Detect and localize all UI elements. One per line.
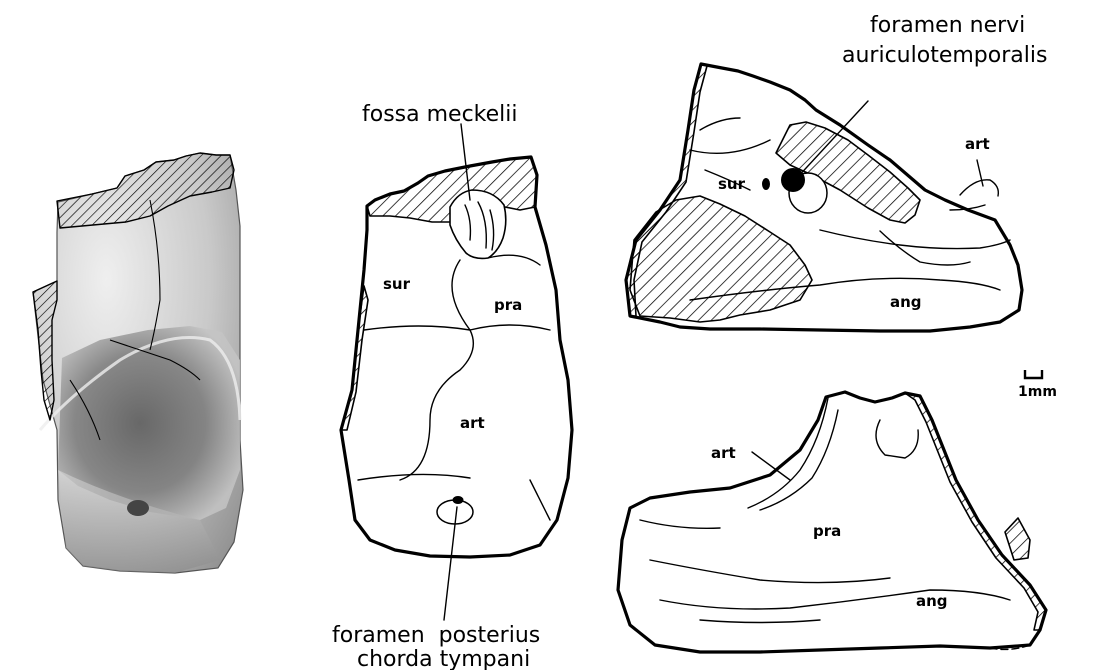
upper-right-outline-drawing xyxy=(626,64,1022,331)
lower-right-small-hatch xyxy=(1005,518,1030,560)
upper-right-foramen-hole xyxy=(781,168,805,192)
center-foramen-hole xyxy=(453,496,464,504)
upper-right-small-hole xyxy=(762,178,770,190)
label-fossa-meckelii: fossa meckelii xyxy=(362,102,518,127)
label-ur-sur: sur xyxy=(718,175,746,193)
label-center-art: art xyxy=(460,414,485,432)
label-foramen-posterius-1: foramen posterius xyxy=(332,623,540,648)
upper-right-large-hatch xyxy=(630,196,812,322)
scale-bar: 1mm xyxy=(1018,370,1057,400)
label-center-sur: sur xyxy=(383,275,411,293)
scale-label: 1mm xyxy=(1018,384,1057,400)
label-ur-art: art xyxy=(965,135,990,153)
fossa-meckelii-shape xyxy=(450,190,506,258)
label-lr-ang: ang xyxy=(916,592,948,610)
shaded-bone-drawing xyxy=(33,153,243,573)
label-foramen-nervi-1: foramen nervi xyxy=(870,13,1025,38)
label-foramen-posterius-2: chorda tympani xyxy=(357,647,530,670)
label-lr-art: art xyxy=(711,444,736,462)
label-center-pra: pra xyxy=(494,296,522,314)
center-left-edge-hatch xyxy=(341,286,368,430)
label-lr-pra: pra xyxy=(813,522,841,540)
foramen-hole-shaded xyxy=(127,500,149,516)
label-foramen-nervi-2: auriculotemporalis xyxy=(842,43,1047,68)
center-outline-drawing xyxy=(341,124,572,620)
label-ur-ang: ang xyxy=(890,293,922,311)
